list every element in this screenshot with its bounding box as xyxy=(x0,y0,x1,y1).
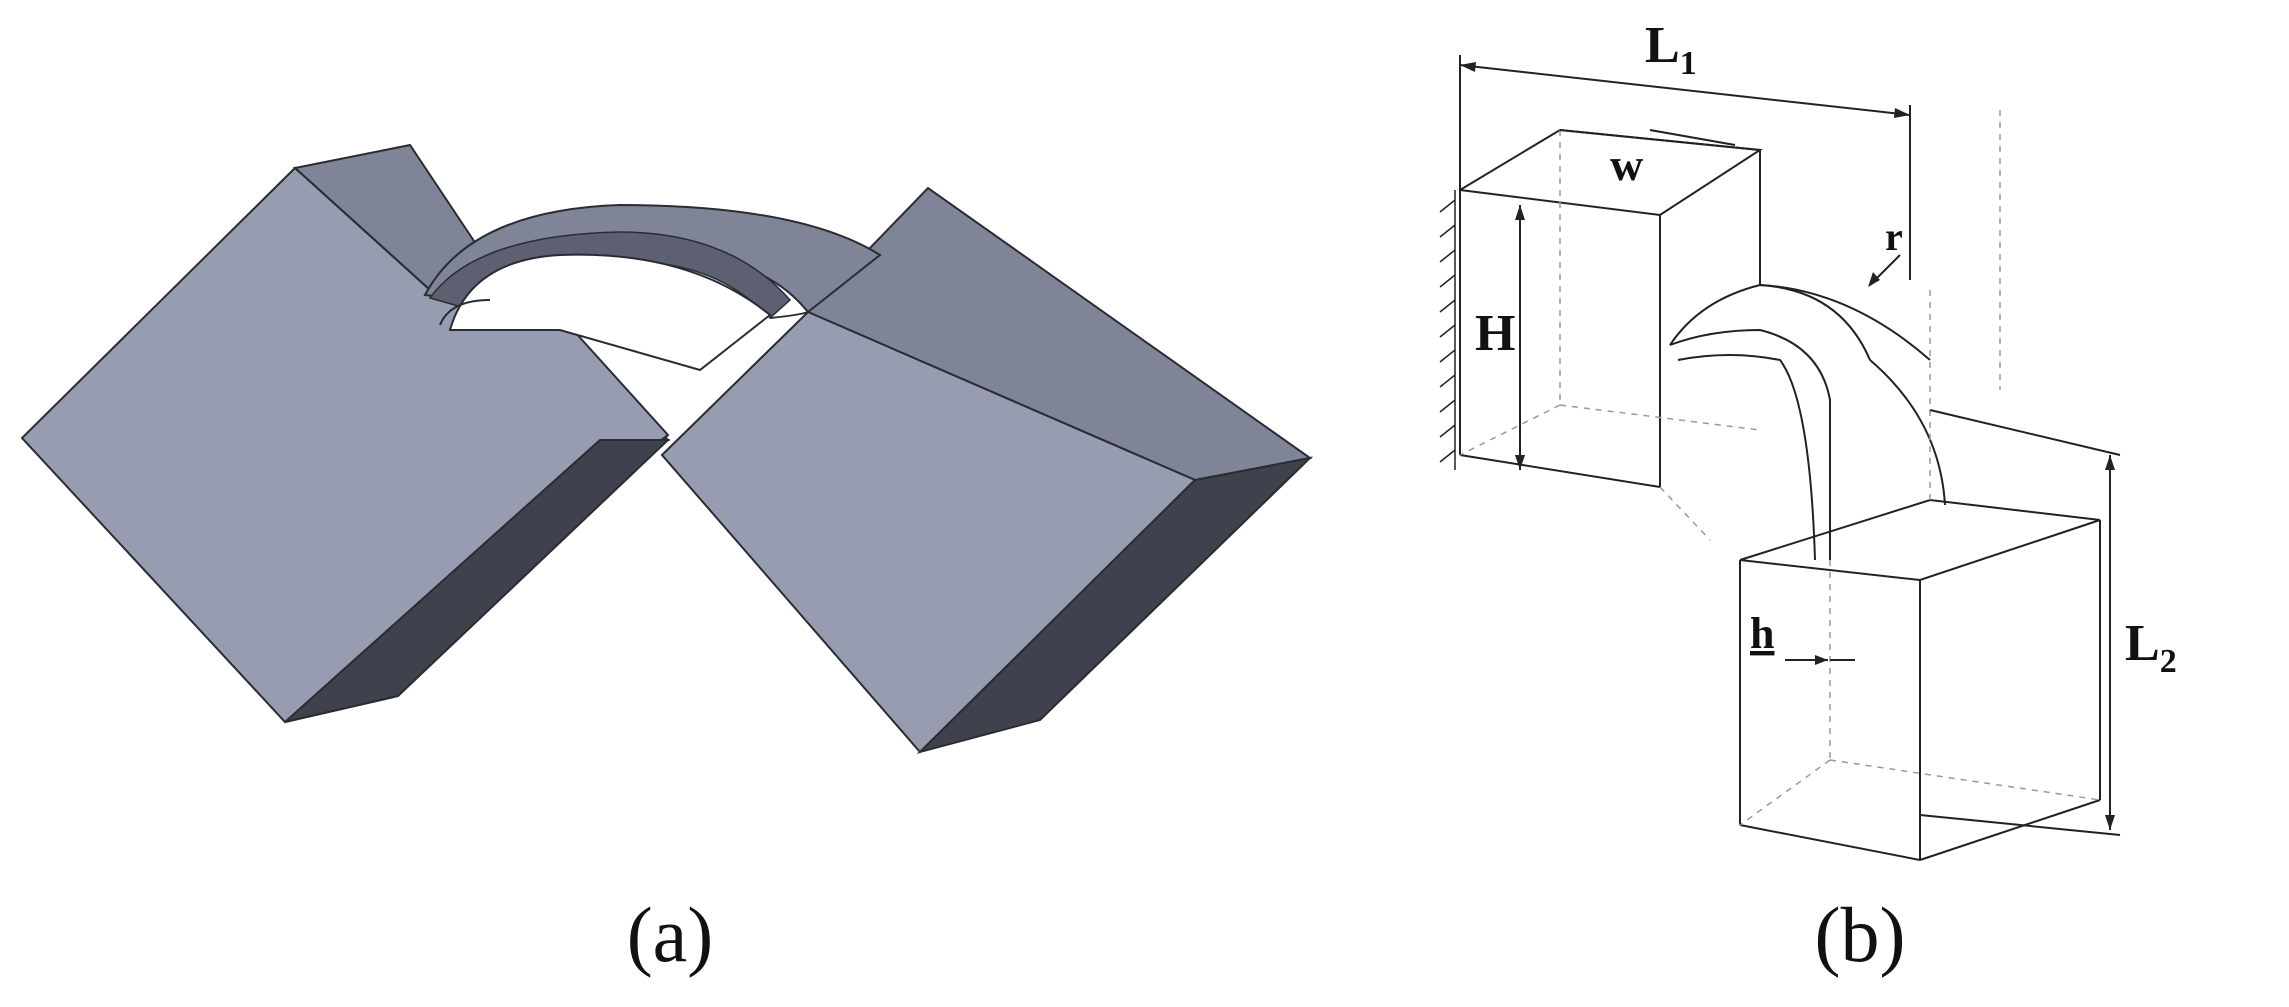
label-L2: L2 xyxy=(2125,615,2177,680)
label-h: h xyxy=(1750,609,1774,658)
label-w: w xyxy=(1610,139,1643,190)
right-block-side-face xyxy=(916,456,1314,754)
dimension-lines xyxy=(1459,55,2121,836)
arch-hinge xyxy=(423,203,882,372)
left-block-side-face-fill xyxy=(284,439,671,723)
caption-a: (a) xyxy=(626,891,714,978)
dimension-arrowheads xyxy=(1460,62,2115,830)
label-r: r xyxy=(1885,214,1903,259)
hinge-arc xyxy=(1669,283,1946,561)
panel-b-dimensioned-drawing: L1 w H r h L2 (b) xyxy=(1400,0,2289,1007)
arch-opening xyxy=(448,253,772,372)
label-H: H xyxy=(1475,305,1515,362)
right-block xyxy=(660,186,1314,754)
dimension-drawing: L1 w H r h L2 xyxy=(1439,17,2177,861)
hinge-fillet-left xyxy=(439,299,491,326)
rendered-hinge-illustration xyxy=(20,143,1314,754)
panel-a-3d-model: (a) xyxy=(20,143,1314,978)
fixed-wall-hatch xyxy=(1439,190,1456,470)
label-L1: L1 xyxy=(1645,17,1697,82)
upper-block-outline xyxy=(1459,128,1763,488)
hinge-fillet-right xyxy=(769,311,809,319)
hidden-lines xyxy=(1459,110,2101,826)
caption-b: (b) xyxy=(1814,891,1906,978)
lower-block-outline xyxy=(1739,498,2101,861)
